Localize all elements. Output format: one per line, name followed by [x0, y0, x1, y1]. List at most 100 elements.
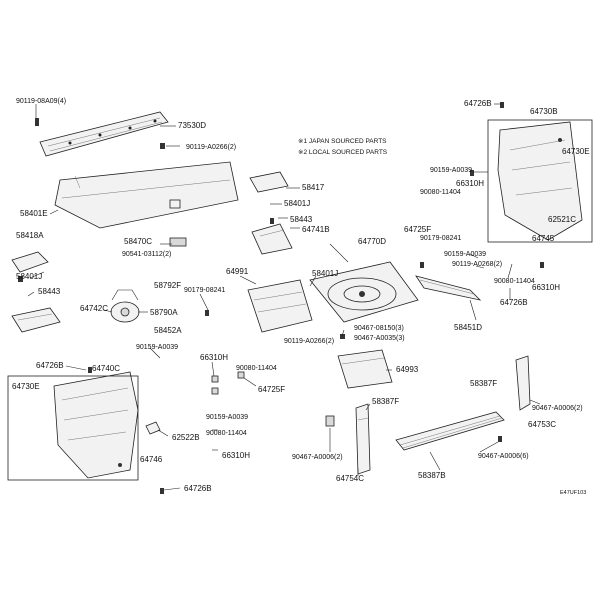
callout-64754c: 64754C — [336, 474, 364, 483]
part-sill-58387b — [395, 411, 505, 451]
callout-90159-a0039: 90159-A0039 — [206, 414, 248, 421]
part-side-trim-64740c — [53, 371, 139, 479]
part-clip-62522b — [145, 421, 161, 435]
callout-64741b: 64741B — [302, 225, 330, 234]
bolt-icon — [160, 143, 165, 149]
callout-90080-11404: 90080-11404 — [206, 430, 247, 437]
callout-62522b: 62522B — [172, 433, 200, 442]
callout-66310h: 66310H — [456, 179, 484, 188]
callout-64770d: 64770D — [358, 237, 386, 246]
callout-90467-a0035-3: 90467-A0035(3) — [354, 335, 405, 342]
callout-58387f: 58387F — [470, 379, 497, 388]
bolt-icon — [340, 334, 345, 339]
bolt-icon — [160, 488, 164, 494]
callout-58417: 58417 — [302, 183, 325, 192]
part-bracket-58443 — [11, 307, 61, 333]
callout-64753c: 64753C — [528, 420, 556, 429]
callout-90179-08241: 90179-08241 — [184, 287, 225, 294]
part-storage-tray-64991 — [247, 279, 313, 333]
part-tray-58417 — [249, 171, 289, 193]
callout-58401j: 58401J — [312, 269, 338, 278]
callout-58401e: 58401E — [20, 209, 48, 218]
callout-58451d: 58451D — [454, 323, 482, 332]
part-pad-58418a — [11, 251, 49, 273]
part-rail-73530d — [39, 111, 169, 157]
callout-64726b: 64726B — [184, 484, 212, 493]
bolt-icon — [270, 218, 274, 224]
callout-90159-a0039: 90159-A0039 — [136, 344, 178, 351]
callout-90467-08150-3: 90467-08150(3) — [354, 325, 404, 332]
callout-66310h: 66310H — [200, 353, 228, 362]
callout-64993: 64993 — [396, 365, 419, 374]
detail-frame-left — [7, 375, 139, 481]
callout-64726b: 64726B — [36, 361, 64, 370]
callout-62521c: 62521C — [548, 215, 576, 224]
clip-icon — [18, 276, 23, 282]
part-strap-64742c — [110, 289, 140, 323]
callout-labels: 90119-08A09(4)73530D90119-A0266(2)64726B… — [12, 98, 590, 493]
part-clip-column — [211, 371, 245, 395]
callout-64740c: 64740C — [92, 364, 120, 373]
callout-90080-11404: 90080-11404 — [420, 189, 461, 196]
part-trim-64753c — [515, 355, 531, 411]
footer-code: E47UF103 — [560, 490, 586, 496]
callout-90467-a0006-2: 90467-A0006(2) — [292, 454, 343, 461]
callout-58443: 58443 — [290, 215, 313, 224]
callout-90119-a0268-2: 90119-A0268(2) — [452, 261, 502, 268]
callout-90119-08a09-4: 90119-08A09(4) — [16, 98, 66, 105]
part-bracket-58387f — [355, 403, 371, 475]
callout-64730e: 64730E — [12, 382, 40, 391]
callout-58387f: 58387F — [372, 397, 399, 406]
callout-58470c: 58470C — [124, 237, 152, 246]
detail-frame-right — [487, 119, 593, 243]
part-block-58470c — [169, 237, 187, 247]
callout-90119-a0266-2: 90119-A0266(2) — [284, 338, 334, 345]
callout-64730b: 64730B — [530, 107, 558, 116]
part-deck-board-58401e — [54, 161, 239, 229]
bolt-icon — [540, 262, 544, 268]
part-corner-64741b — [251, 223, 293, 255]
callout-64742c: 64742C — [80, 304, 108, 313]
callout-58418a: 58418A — [16, 231, 44, 240]
callout-58452a: 58452A — [154, 326, 182, 335]
part-box-64993 — [337, 349, 393, 389]
callout-58401j: 58401J — [284, 199, 310, 208]
callout-90541-03112-2: 90541-03112(2) — [122, 251, 171, 258]
callout-90159-a0039: 90159-A0039 — [444, 251, 486, 258]
callout-90467-a0006-6: 90467-A0006(6) — [478, 453, 529, 460]
callout-64991: 64991 — [226, 267, 249, 276]
callout-58401j: 58401J — [16, 272, 42, 281]
callout-64725f: 64725F — [404, 225, 431, 234]
part-strip-58451d — [415, 275, 482, 301]
callout-64745: 64745 — [532, 234, 555, 243]
callout-58443: 58443 — [38, 287, 61, 296]
part-side-trim-64730b — [497, 121, 583, 241]
callout-64746: 64746 — [140, 455, 163, 464]
bolt-icon — [500, 102, 504, 108]
callout-64730e: 64730E — [562, 147, 590, 156]
legend-local: ※2 LOCAL SOURCED PARTS — [298, 149, 388, 156]
bolt-icon — [420, 262, 424, 268]
callout-66310h: 66310H — [222, 451, 250, 460]
bolt-icon — [88, 367, 92, 373]
bolt-icon — [470, 170, 474, 176]
part-tire-well-64770d — [309, 261, 419, 323]
callout-66310h: 66310H — [532, 283, 560, 292]
part-fastener-64754c — [325, 415, 335, 427]
callout-58792f: 58792F — [154, 281, 181, 290]
bolt-icon — [205, 310, 209, 316]
callout-90080-11404: 90080-11404 — [236, 365, 277, 372]
callout-90080-11404: 90080-11404 — [494, 278, 535, 285]
legend-japan: ※1 JAPAN SOURCED PARTS — [298, 138, 387, 145]
callout-64726b: 64726B — [464, 99, 492, 108]
bolt-icon — [35, 118, 39, 126]
callout-58387b: 58387B — [418, 471, 446, 480]
callout-90179-08241: 90179-08241 — [420, 235, 461, 242]
callout-90119-a0266-2: 90119-A0266(2) — [186, 144, 236, 151]
leader-lines — [27, 103, 541, 491]
callout-64725f: 64725F — [258, 385, 285, 394]
bolt-icon — [498, 436, 502, 442]
callout-90467-a0006-2: 90467-A0006(2) — [532, 405, 583, 412]
